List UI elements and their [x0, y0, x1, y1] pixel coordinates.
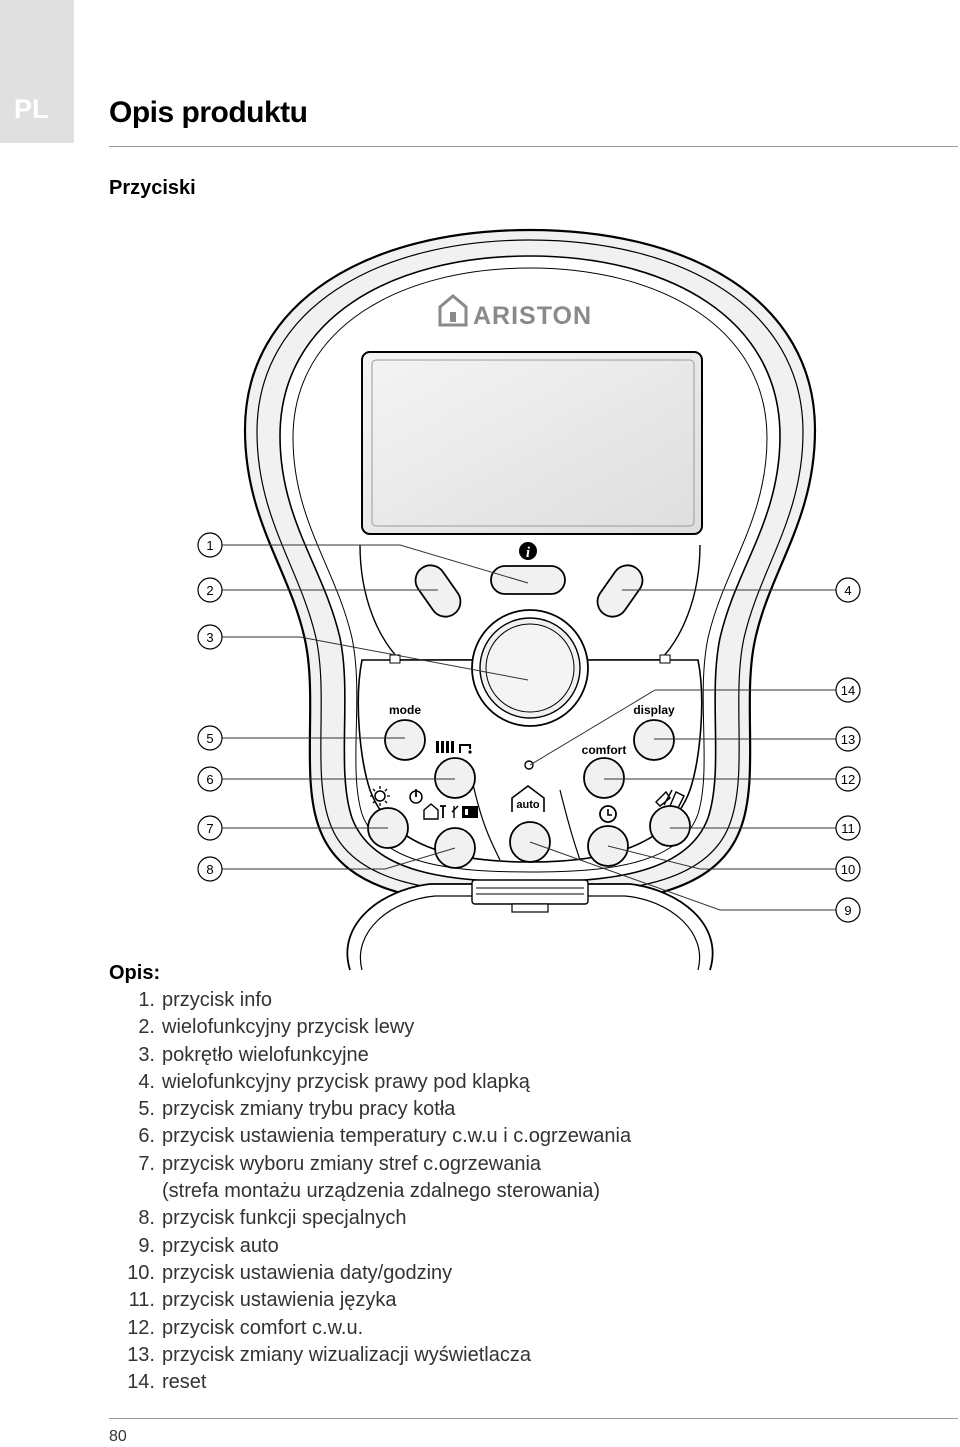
svg-text:2: 2 [206, 583, 213, 598]
legend-item: 12.przycisk comfort c.w.u. [127, 1316, 364, 1339]
callout-13: 13 [835, 726, 861, 752]
legend-item: 14.reset [127, 1371, 207, 1394]
legend-item: 9.przycisk auto [138, 1234, 279, 1257]
info-icon: i [519, 542, 537, 561]
svg-text:i: i [526, 545, 531, 561]
svg-text:12: 12 [841, 772, 855, 787]
legend-item: 4.wielofunkcyjny przycisk prawy pod klap… [138, 1070, 530, 1093]
legend-item: 7.przycisk wyboru zmiany stref c.ogrzewa… [138, 1152, 542, 1175]
header-divider [109, 146, 958, 147]
display-label: display [633, 703, 675, 717]
language-tab: PL [0, 0, 74, 143]
callout-9: 9 [835, 897, 861, 923]
legend-list: 1.przycisk info 2.wielofunkcyjny przycis… [109, 987, 909, 1396]
svg-text:10: 10 [841, 862, 855, 877]
language-button[interactable] [649, 805, 691, 847]
svg-text:8: 8 [206, 862, 213, 877]
footer-divider [109, 1418, 958, 1419]
info-button[interactable] [490, 565, 566, 595]
legend-item: 10.przycisk ustawienia daty/godziny [127, 1261, 453, 1284]
svg-text:6: 6 [206, 772, 213, 787]
page-title: Opis produktu [109, 96, 308, 129]
clock-icon [599, 805, 617, 823]
svg-text:14: 14 [841, 683, 855, 698]
callout-2: 2 [197, 577, 223, 603]
svg-text:11: 11 [841, 821, 855, 836]
brand-logo: ARISTON [438, 294, 592, 330]
section-title: Przyciski [109, 177, 196, 199]
left-multifunction-button[interactable] [410, 559, 467, 622]
legend-item: 13.przycisk zmiany wizualizacji wyświetl… [127, 1343, 531, 1366]
svg-text:1: 1 [206, 538, 213, 553]
svg-text:13: 13 [841, 732, 855, 747]
svg-text:9: 9 [844, 903, 851, 918]
callout-11: 11 [835, 815, 861, 841]
mode-button[interactable] [384, 719, 426, 761]
lcd-screen [361, 351, 703, 535]
callout-12: 12 [835, 766, 861, 792]
legend-item: 3.pokrętło wielofunkcyjne [138, 1043, 369, 1066]
flap-hinge [471, 879, 589, 905]
device-illustration: ARISTON i mode [190, 228, 870, 978]
multifunction-knob[interactable] [471, 609, 589, 727]
callout-3: 3 [197, 624, 223, 650]
page-number: 80 [109, 1428, 127, 1445]
sun-moon-power-icon [370, 786, 423, 806]
svg-text:7: 7 [206, 821, 213, 836]
language-code: PL [14, 94, 49, 124]
right-multifunction-button[interactable] [592, 559, 649, 622]
temperature-button[interactable] [434, 757, 476, 799]
comfort-button[interactable] [583, 757, 625, 799]
legend-item: 1.przycisk info [138, 989, 273, 1011]
callout-7: 7 [197, 815, 223, 841]
legend-title: Opis: [109, 962, 161, 984]
brand-name: ARISTON [473, 302, 592, 330]
legend-item: 5.przycisk zmiany trybu pracy kotła [138, 1098, 456, 1121]
reset-button[interactable] [524, 760, 534, 770]
callout-6: 6 [197, 766, 223, 792]
legend-item: 8.przycisk funkcji specjalnych [138, 1207, 407, 1230]
svg-text:3: 3 [206, 630, 213, 645]
callout-8: 8 [197, 856, 223, 882]
legend-item: 6.przycisk ustawienia temperatury c.w.u … [138, 1125, 632, 1148]
callout-4: 4 [835, 577, 861, 603]
legend-item: 2.wielofunkcyjny przycisk lewy [138, 1016, 415, 1039]
callout-14: 14 [835, 677, 861, 703]
svg-text:5: 5 [206, 731, 213, 746]
callout-1: 1 [197, 532, 223, 558]
callout-10: 10 [835, 856, 861, 882]
auto-house-icon [511, 785, 545, 812]
zone-icon [423, 803, 478, 820]
display-button[interactable] [633, 719, 675, 761]
callout-leaders [222, 544, 836, 911]
legend-item-continuation: (strefa montażu urządzenia zdalnego ster… [162, 1180, 601, 1203]
legend-item: 11.przycisk ustawienia języka [128, 1289, 397, 1312]
radiator-tap-icon [436, 741, 472, 754]
comfort-label: comfort [582, 743, 627, 757]
svg-text:4: 4 [844, 583, 851, 598]
mode-label: mode [389, 703, 421, 717]
callout-5: 5 [197, 725, 223, 751]
auto-label: auto [516, 799, 540, 811]
